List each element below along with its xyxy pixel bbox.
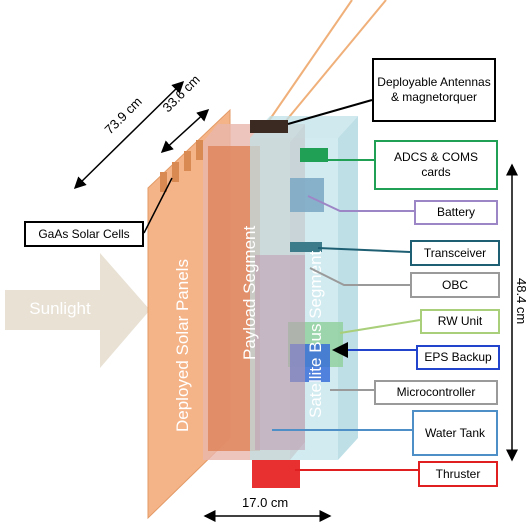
label-rw: RW Unit	[420, 309, 500, 334]
label-obc: OBC	[410, 272, 500, 298]
dim-length-text: 73.9 cm	[102, 94, 145, 137]
transceiver-block	[290, 242, 322, 252]
label-water: Water Tank	[412, 410, 498, 456]
antenna-rod-1	[265, 0, 353, 126]
solar-cell-4	[196, 140, 203, 160]
dim-height-text: 48.4 cm	[514, 278, 528, 324]
dim-arrow-width	[160, 108, 210, 154]
dim-arrow-length	[73, 80, 185, 190]
solar-cell-2	[172, 162, 179, 182]
water-tank-block	[255, 255, 305, 450]
label-transceiver: Transceiver	[410, 240, 500, 266]
antenna-deck	[250, 120, 288, 133]
leader-battery	[307, 195, 414, 212]
sunlight-label-line1: Sunlight	[29, 299, 91, 318]
dim-width-text: 33.6 cm	[160, 72, 203, 115]
payload-label: Payload Segment	[240, 226, 259, 360]
leader-obc	[309, 267, 410, 286]
label-eps: EPS Backup	[416, 345, 500, 370]
label-thruster: Thruster	[418, 461, 498, 487]
sunlight-label-line2: Direction	[26, 329, 93, 348]
battery-block	[290, 178, 324, 212]
bus-side	[338, 116, 358, 460]
label-solar-cells: GaAs Solar Cells	[24, 221, 144, 247]
sunlight-arrow	[5, 253, 150, 368]
leader-rw	[339, 319, 421, 334]
label-adcs: ADCS & COMS cards	[374, 140, 498, 190]
panels-label: Deployed Solar Panels	[173, 259, 192, 432]
dim-depth-text: 17.0 cm	[242, 495, 288, 510]
leader-transceiver	[317, 247, 411, 253]
adcs-cards	[300, 148, 328, 162]
label-antennas: Deployable Antennas & magnetorquer	[372, 58, 496, 122]
solar-cell-3	[184, 151, 191, 171]
antenna-rod-2	[279, 0, 387, 129]
thruster-block	[252, 460, 300, 488]
label-micro: Microcontroller	[374, 380, 498, 405]
label-battery: Battery	[414, 200, 498, 225]
leader-antennas	[287, 99, 373, 125]
bus-label: Satellite Bus Segment	[306, 250, 325, 418]
